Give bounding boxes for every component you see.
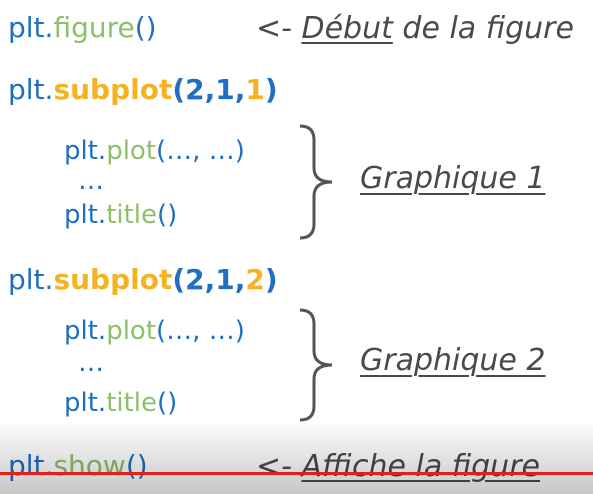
code-args: () <box>125 449 148 482</box>
label-graphique-1: Graphique 1 <box>360 161 546 196</box>
code-line-figure: plt.figure() <box>8 14 157 42</box>
comment-end-text: Affiche la figure <box>301 449 541 484</box>
comment-start-word: Début <box>301 11 393 46</box>
code-line-subplot-1: plt.subplot(2,1,1) <box>8 76 278 104</box>
code-function: plot <box>106 316 157 346</box>
comment-start: <- Début de la figure <box>256 14 574 44</box>
code-function: show <box>53 449 126 482</box>
code-function: title <box>106 200 158 230</box>
code-obj: plt. <box>64 388 107 418</box>
code-obj: plt. <box>64 316 107 346</box>
code-obj: plt. <box>8 449 54 482</box>
brace-icon <box>299 124 333 240</box>
code-args: (…, …) <box>156 136 245 166</box>
code-paren: ( <box>172 263 186 296</box>
code-function: plot <box>106 136 157 166</box>
code-function: figure <box>53 11 135 44</box>
comment-end: <- Affiche la figure <box>256 452 540 482</box>
code-function: subplot <box>53 73 173 106</box>
code-args: (…, …) <box>156 316 245 346</box>
label-graphique-2: Graphique 2 <box>360 343 546 378</box>
code-obj: plt. <box>8 73 54 106</box>
code-paren: ) <box>264 73 278 106</box>
comment-arrow: <- <box>256 11 302 46</box>
code-obj: plt. <box>8 263 54 296</box>
code-obj: plt. <box>64 136 107 166</box>
code-index: 2 <box>245 263 265 296</box>
code-args: 2,1, <box>185 73 246 106</box>
comment-arrow: <- <box>256 449 302 484</box>
code-obj: plt. <box>64 200 107 230</box>
code-paren: ) <box>264 263 278 296</box>
code-paren: ( <box>172 73 186 106</box>
code-index: 1 <box>245 73 265 106</box>
code-args: () <box>134 11 157 44</box>
code-line-show: plt.show() <box>8 452 148 480</box>
code-args: 2,1, <box>185 263 246 296</box>
brace-icon <box>299 308 333 422</box>
video-progress-bar[interactable] <box>0 472 593 475</box>
code-line-subplot-2: plt.subplot(2,1,2) <box>8 266 278 294</box>
code-args: () <box>157 200 178 230</box>
code-line-title-1: plt.title() <box>64 202 177 228</box>
code-line-plot-1: plt.plot(…, …) <box>64 138 245 164</box>
code-line-title-2: plt.title() <box>64 390 177 416</box>
code-line-plot-2: plt.plot(…, …) <box>64 318 245 344</box>
code-obj: plt. <box>8 11 54 44</box>
comment-start-rest: de la figure <box>392 11 574 46</box>
code-function: subplot <box>53 263 173 296</box>
code-ellipsis-1: … <box>78 166 104 196</box>
code-ellipsis-2: … <box>78 348 104 378</box>
code-function: title <box>106 388 158 418</box>
code-args: () <box>157 388 178 418</box>
